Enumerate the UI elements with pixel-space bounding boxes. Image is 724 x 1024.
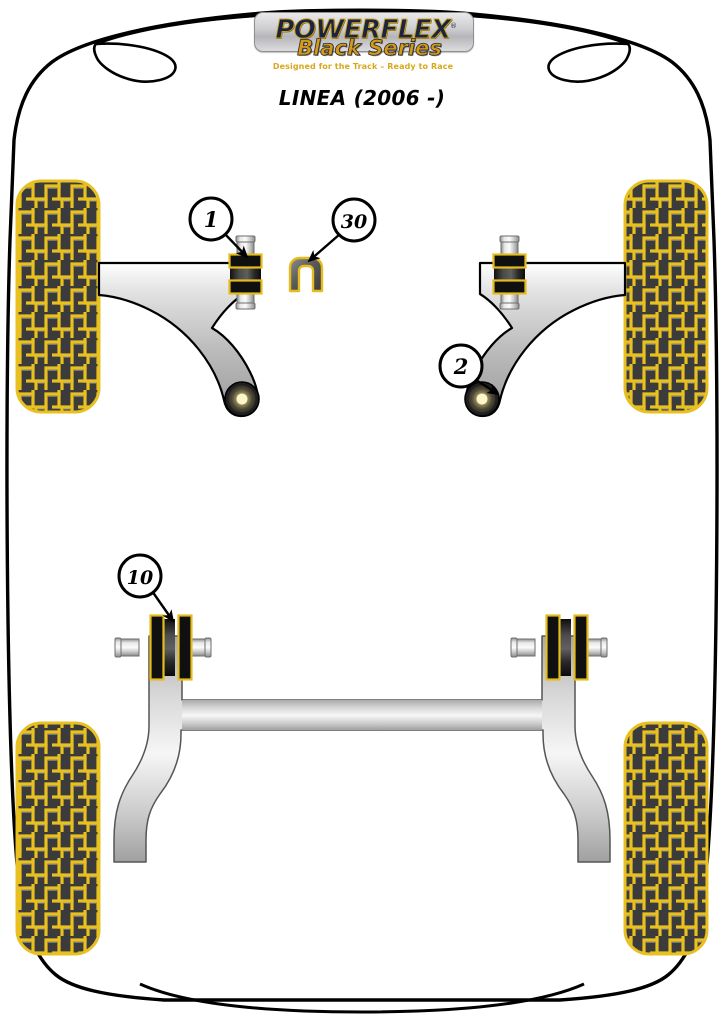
rear-right-beam-bush xyxy=(510,614,608,681)
front-right-wishbone-bush xyxy=(492,235,527,310)
callout-10[interactable]: 10 xyxy=(117,553,175,623)
callout-1[interactable]: 1 xyxy=(188,196,249,259)
callout-2-bubble xyxy=(438,343,484,389)
callout-10-bubble xyxy=(117,553,163,599)
tyre-front-right xyxy=(623,179,709,414)
callout-30-leader xyxy=(307,233,341,263)
callout-1-leader xyxy=(223,232,249,259)
callout-2-leader xyxy=(475,378,500,396)
page-title: LINEA (2006 -) xyxy=(278,86,446,110)
callout-2[interactable]: 2 xyxy=(438,343,500,396)
tyre-rear-right xyxy=(623,721,709,956)
callout-30-label: 30 xyxy=(341,211,367,233)
rear-left-beam-bush xyxy=(114,614,212,681)
callout-10-label: 10 xyxy=(127,567,153,589)
tyre-front-left xyxy=(15,179,101,414)
callout-1-bubble xyxy=(188,196,234,242)
front-left-wishbone-bush xyxy=(228,235,263,310)
callout-1-label: 1 xyxy=(204,207,219,232)
callout-30[interactable]: 30 xyxy=(307,197,377,263)
callout-10-leader xyxy=(151,590,175,623)
vehicle-body-outline xyxy=(5,8,719,1014)
anti-roll-bar-u-clamp xyxy=(288,256,324,293)
callout-2-label: 2 xyxy=(453,354,469,379)
callout-30-bubble xyxy=(331,197,377,243)
front-left-control-arm xyxy=(97,261,260,418)
tyre-rear-left xyxy=(15,721,101,956)
